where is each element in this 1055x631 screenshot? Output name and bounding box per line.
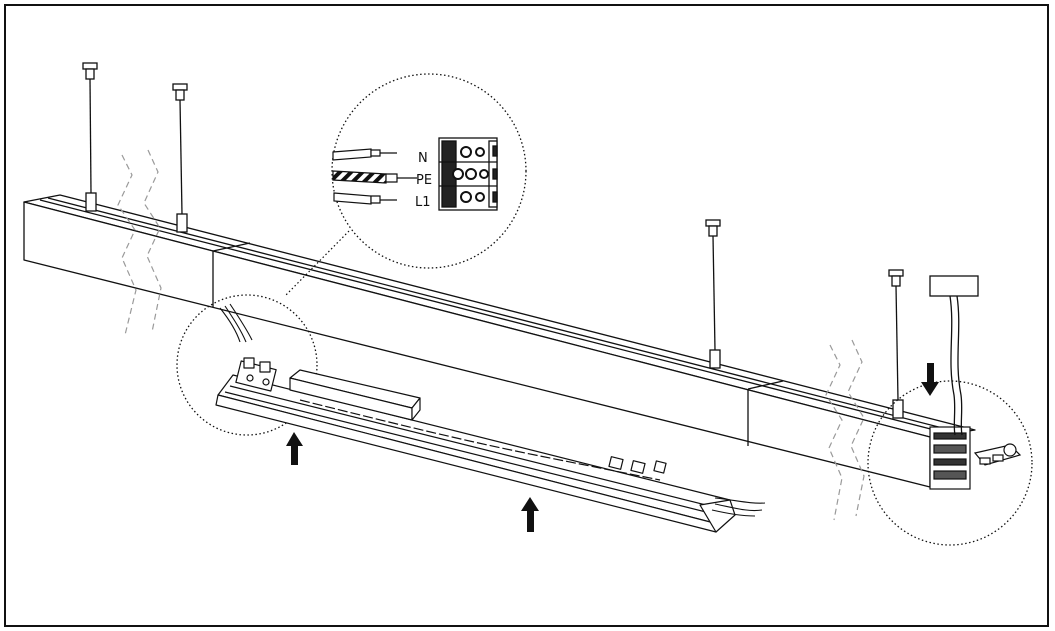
- arrow-down-icon: [921, 363, 939, 396]
- rail-end-profile: [929, 426, 971, 490]
- break-mark-left-b: [143, 149, 162, 333]
- ceiling-cap: [705, 219, 721, 227]
- gear-tray: [215, 357, 736, 533]
- wire-n: [332, 148, 397, 161]
- terminal-block-icon: [438, 137, 498, 211]
- gear-tray-lip-2: [229, 385, 727, 511]
- break-marks: [117, 149, 865, 521]
- ceiling-grip: [708, 225, 718, 237]
- ceiling-cap: [888, 269, 904, 277]
- wire-gripper: [709, 349, 721, 369]
- suspension-wire-1: [82, 62, 98, 212]
- break-mark-right-a: [825, 344, 843, 521]
- ceiling-grip: [175, 89, 185, 101]
- zoom-circle-gear-tray: [176, 294, 318, 436]
- callout-leader: [284, 230, 350, 297]
- rail-groove-1: [39, 199, 951, 435]
- gear-tray-lip: [224, 391, 723, 517]
- suspension-wire-4: [888, 269, 904, 419]
- rail-feed-wires: [219, 303, 253, 343]
- label-n: N: [418, 151, 428, 166]
- end-cap-callout: [867, 380, 1033, 546]
- wire-pe: [332, 170, 417, 184]
- ceiling-cap: [172, 83, 188, 91]
- tray-output-wires: [711, 497, 766, 517]
- ceiling-grip: [891, 275, 901, 287]
- driver-end: [411, 397, 421, 421]
- suspension-wires: [82, 62, 904, 419]
- zoom-circle-terminal: [331, 73, 527, 269]
- tray-clips: [608, 456, 667, 474]
- ceiling-grip: [85, 68, 95, 80]
- terminal-detail-callout: N PE L1: [284, 73, 527, 297]
- power-cable-2: [956, 295, 963, 436]
- tray-internal-cable: [299, 399, 661, 481]
- zoom-circle-end-cap: [867, 380, 1033, 546]
- suspension-wire-2: [172, 83, 188, 233]
- end-cap-piece: [973, 443, 1022, 466]
- rail-groove-2: [47, 197, 959, 433]
- trunking-rail: [23, 194, 976, 488]
- rail-joint-1-top: [212, 242, 251, 252]
- wire-gripper: [176, 213, 188, 233]
- suspension-wire-3: [705, 219, 721, 369]
- arrow-up-icon: [286, 432, 303, 465]
- break-mark-right-b: [847, 339, 865, 517]
- wire-gripper: [85, 192, 97, 212]
- label-l1: L1: [415, 195, 431, 210]
- gear-tray-end-cap: [699, 499, 736, 533]
- tray-connector-left: [235, 357, 277, 392]
- ceiling-cap: [82, 62, 98, 70]
- junction-box: [929, 275, 979, 436]
- arrow-up-icon-2: [521, 497, 539, 532]
- junction-box-body: [929, 275, 979, 297]
- break-mark-left-a: [117, 154, 137, 336]
- label-pe: PE: [416, 173, 432, 188]
- power-cable-1: [949, 295, 956, 436]
- wire-l1: [333, 192, 397, 205]
- rail-joint-2-top: [747, 380, 784, 390]
